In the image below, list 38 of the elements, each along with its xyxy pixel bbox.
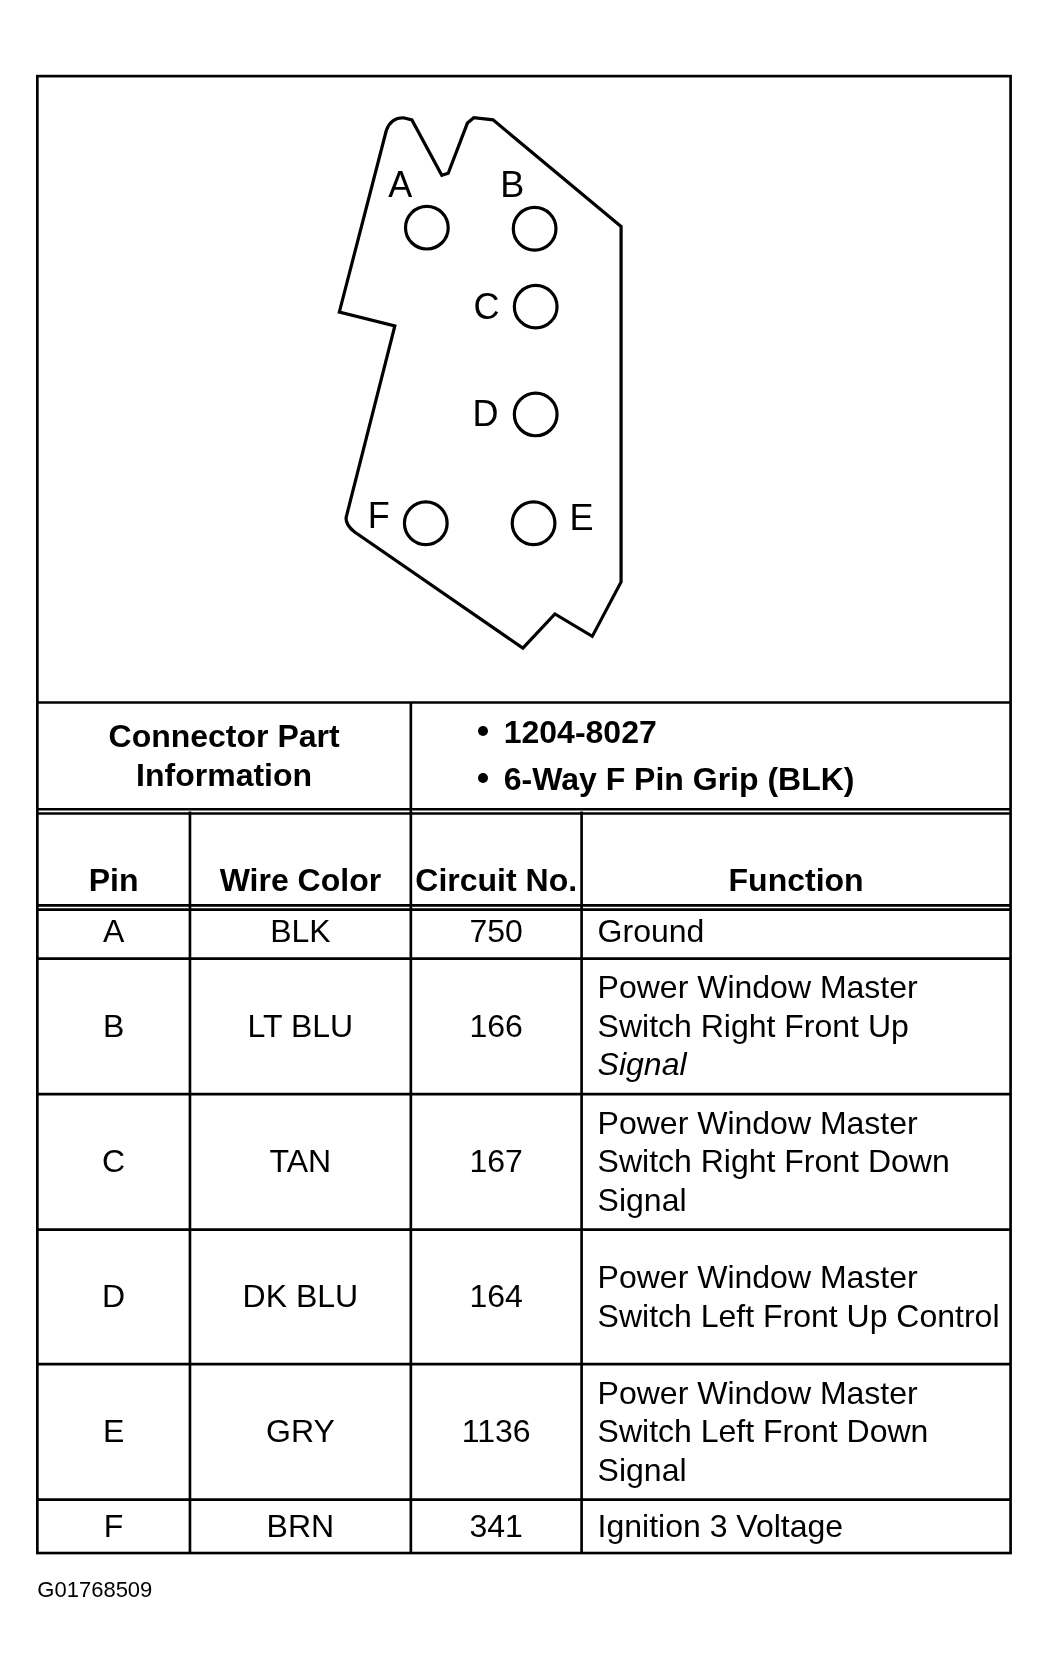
circuit-number: 166 [469,1006,523,1046]
circuit-number: 167 [469,1142,523,1181]
figure-code: G01768509 [37,1576,153,1604]
column-header: Function [728,860,864,899]
wire-color: GRY [266,1412,335,1451]
circuit-number: 164 [469,1277,523,1316]
pin-label: D [472,392,499,436]
pin-label: B [500,163,525,207]
pin-label: C [473,284,500,328]
pin-label: E [569,495,594,540]
wire-color: DK BLU [242,1277,359,1316]
function-text: Power Window Master Switch Right Front Down Signal [597,1104,951,1220]
wire-color: TAN [269,1142,332,1181]
connector-info: 1204-8027 [503,712,657,752]
pin-label: F [367,493,390,537]
pin-letter: C [102,1142,126,1181]
table-heading: Connector Part Information [107,717,341,794]
function-text: Ground [597,912,705,951]
circuit-number: 1136 [461,1412,531,1451]
circuit-number: 341 [469,1506,523,1546]
pin-letter: A [102,912,125,951]
function-text: Power Window Master Switch Left Front Down Signal [597,1373,930,1490]
circuit-number: 750 [469,912,523,951]
function-text: Power Window Master Switch Right Front Up Signal [597,968,919,1084]
pin-letter: B [102,1006,125,1046]
pin-label: A [388,163,413,207]
column-header: Pin [88,860,139,899]
wire-color: LT BLU [247,1006,354,1046]
pin-letter: E [102,1412,125,1451]
function-text: Power Window Master Switch Left Front Up Control [597,1258,1001,1335]
connector-info: 6-Way F Pin Grip (BLK) [503,759,855,799]
pin-letter: D [102,1277,126,1316]
column-header: Circuit No. [415,860,578,899]
wire-color: BRN [266,1506,335,1546]
function-text: Ignition 3 Voltage [597,1506,844,1546]
column-header: Wire Color [219,860,382,899]
pin-letter: F [103,1506,124,1546]
wire-color: BLK [270,912,331,951]
